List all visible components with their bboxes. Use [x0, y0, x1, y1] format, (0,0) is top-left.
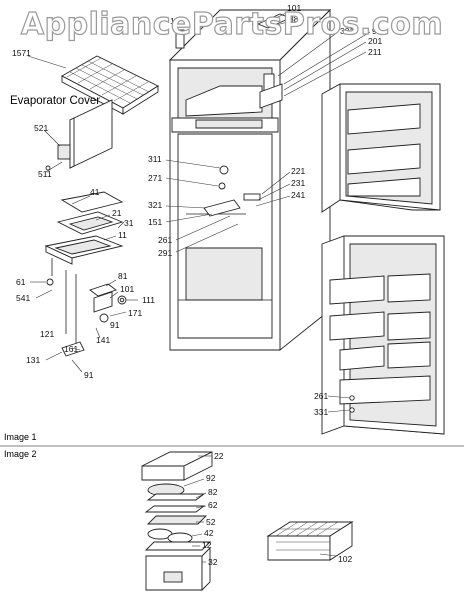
ice-cube-tray	[266, 521, 354, 561]
callout-91-lower: 91	[84, 370, 94, 380]
callout-211: 211	[368, 47, 382, 57]
site-watermark: AppliancePartsPros.com	[21, 7, 443, 42]
callout-12: 12	[202, 540, 212, 550]
callout-11: 11	[118, 230, 127, 240]
callout-101-left: 101	[120, 284, 134, 294]
callout-81: 81	[118, 271, 128, 281]
callout-221: 221	[291, 166, 305, 176]
callout-331: 331	[314, 407, 328, 417]
callout-291: 291	[158, 248, 172, 258]
callout-321: 321	[148, 200, 162, 210]
callout-241: 241	[291, 190, 305, 200]
callout-311: 311	[148, 154, 162, 164]
callout-511: 511	[38, 169, 52, 179]
callout-31: 31	[124, 218, 134, 228]
callout-42: 42	[204, 528, 214, 538]
callout-102: 102	[338, 554, 352, 564]
callout-1: 1	[170, 16, 175, 26]
callout-541: 541	[16, 293, 30, 303]
callout-381: 381	[289, 14, 303, 24]
callout-91-upper: 91	[110, 320, 120, 330]
callout-141: 141	[96, 335, 110, 345]
callout-151: 151	[148, 217, 162, 227]
refrigerator-cabinet	[165, 8, 371, 351]
callout-261-cabinet: 261	[158, 235, 172, 245]
callout-32: 32	[208, 557, 218, 567]
image-1-label: Image 1	[4, 432, 37, 442]
callout-171: 171	[128, 308, 142, 318]
ice-maker-assembly	[141, 451, 213, 592]
callout-261-door: 261	[314, 391, 328, 401]
freezer-door	[321, 83, 441, 213]
freezer-shelf	[27, 55, 159, 115]
callout-231: 231	[291, 178, 305, 188]
control-housing	[30, 191, 125, 346]
callout-521: 521	[34, 123, 48, 133]
evaporator-cover	[43, 99, 113, 173]
callout-21: 21	[112, 208, 122, 218]
callout-111: 111	[142, 295, 155, 305]
callout-62: 62	[208, 500, 218, 510]
callout-301: 301	[340, 26, 354, 36]
callout-201: 201	[368, 36, 382, 46]
callout-92: 92	[206, 473, 216, 483]
callout-1571: 1571	[12, 48, 31, 58]
image-2-label: Image 2	[4, 449, 37, 459]
fresh-food-door	[321, 235, 445, 435]
callout-101-top: 101	[287, 3, 301, 13]
callout-52: 52	[206, 517, 216, 527]
callout-121: 121	[40, 329, 54, 339]
callout-82: 82	[208, 487, 218, 497]
callout-131: 131	[26, 355, 40, 365]
callout-9: 9	[372, 26, 377, 36]
callout-161: 161	[64, 344, 78, 354]
callout-271: 271	[148, 173, 162, 183]
evaporator-cover-heading: Evaporator Cover	[10, 95, 100, 107]
callout-41: 41	[90, 187, 100, 197]
callout-22: 22	[214, 451, 224, 461]
damper-parts	[45, 279, 138, 373]
callout-61: 61	[16, 277, 26, 287]
